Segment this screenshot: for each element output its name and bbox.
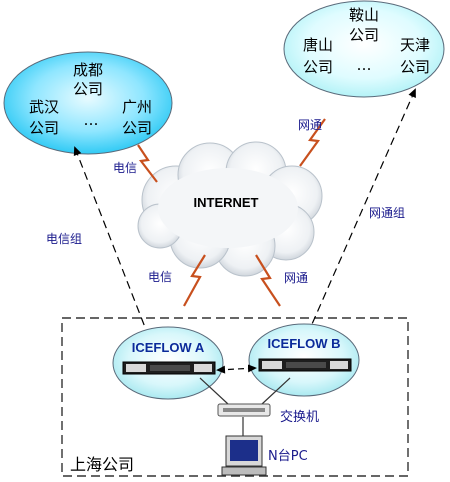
- switch-connections: [199, 377, 291, 436]
- left-city-ellipsis: …: [84, 111, 99, 129]
- left-upper-lightning: [137, 144, 158, 183]
- iceflow-a-label: ICEFLOW A: [132, 340, 205, 355]
- right-city-left-line1: 唐山: [303, 36, 333, 54]
- left-city-left-line1: 武汉: [29, 98, 59, 116]
- dashed-links: [73, 88, 416, 341]
- right-city-top-line1: 鞍山: [349, 6, 379, 24]
- iceflow-a-rack-icon: [122, 361, 216, 375]
- internet-label: INTERNET: [194, 195, 259, 210]
- left-city-right-line1: 广州: [122, 98, 152, 116]
- left-city-group: 成都 公司 武汉 公司 … 广州 公司: [3, 51, 173, 155]
- hq-boundary: [61, 317, 409, 477]
- internet-cloud: INTERNET: [137, 141, 323, 277]
- link-label-left-lower: 电信: [148, 270, 172, 284]
- hq-label: 上海公司: [70, 455, 134, 474]
- switch-icon: [217, 403, 271, 417]
- iceflow-b-device: ICEFLOW B: [248, 323, 360, 397]
- left-lower-lightning: [183, 254, 206, 307]
- link-label-right-upper: 网通: [298, 118, 322, 132]
- left-city-right-line2: 公司: [122, 119, 152, 137]
- right-lower-lightning: [255, 254, 281, 307]
- left-city-top-line2: 公司: [73, 80, 103, 98]
- right-city-right-line1: 天津: [400, 36, 430, 54]
- left-city-top-line1: 成都: [73, 61, 103, 79]
- switch-label: 交换机: [280, 409, 319, 425]
- link-label-right-group: 网通组: [369, 206, 405, 220]
- right-city-left-line2: 公司: [303, 58, 333, 76]
- link-label-left-upper: 电信: [113, 161, 137, 175]
- pc-label: N台PC: [268, 449, 308, 464]
- left-city-left-line2: 公司: [29, 119, 59, 137]
- right-city-right-line2: 公司: [400, 58, 430, 76]
- right-city-group: 鞍山 公司 唐山 公司 … 天津 公司: [283, 0, 445, 98]
- link-label-left-group: 电信组: [46, 232, 82, 246]
- left-group-link: [73, 146, 151, 341]
- link-label-right-lower: 网通: [284, 271, 308, 285]
- a-b-link: [216, 364, 257, 374]
- right-city-ellipsis: …: [357, 56, 372, 74]
- right-group-link: [304, 88, 416, 341]
- iceflow-a-device: ICEFLOW A: [112, 326, 224, 400]
- right-city-top-line2: 公司: [349, 26, 379, 44]
- pc-icon: [221, 435, 267, 476]
- iceflow-b-rack-icon: [258, 358, 352, 372]
- iceflow-b-label: ICEFLOW B: [268, 336, 341, 351]
